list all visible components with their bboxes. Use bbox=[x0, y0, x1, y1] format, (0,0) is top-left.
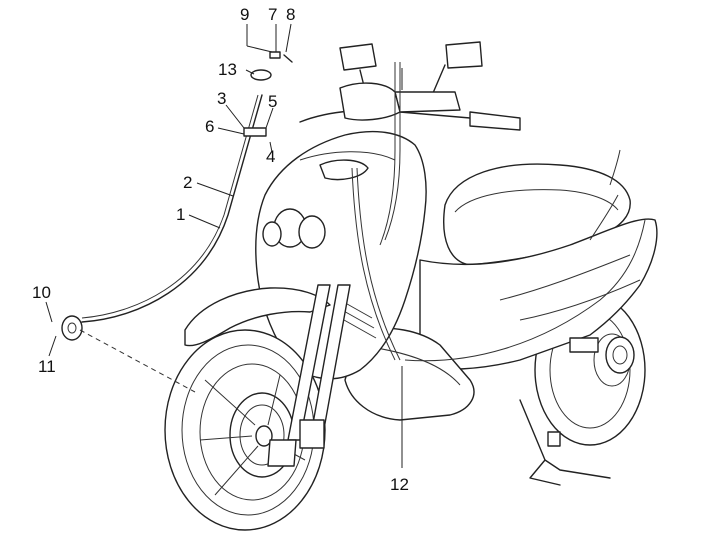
callout-10: 10 bbox=[32, 283, 51, 302]
center-stand bbox=[519, 399, 611, 486]
callout-labels: 1 2 3 4 5 6 7 8 9 10 11 12 13 bbox=[32, 5, 409, 494]
callout-12: 12 bbox=[390, 475, 409, 494]
callout-9: 9 bbox=[240, 5, 249, 24]
callout-5: 5 bbox=[268, 92, 277, 111]
speedometer-cable bbox=[61, 51, 293, 341]
cable-route-guide bbox=[79, 329, 196, 393]
callout-13: 13 bbox=[218, 60, 237, 79]
callout-4: 4 bbox=[266, 147, 275, 166]
callout-6: 6 bbox=[205, 117, 214, 136]
callout-3: 3 bbox=[217, 89, 226, 108]
handlebar bbox=[299, 41, 521, 131]
callout-8: 8 bbox=[286, 5, 295, 24]
wiring-harness bbox=[351, 62, 646, 362]
callout-11: 11 bbox=[38, 357, 56, 376]
callout-leaders bbox=[45, 23, 403, 468]
callout-7: 7 bbox=[268, 5, 277, 24]
front-body bbox=[255, 130, 427, 380]
front-fork bbox=[267, 284, 351, 467]
rear-body bbox=[419, 218, 658, 374]
callout-1: 1 bbox=[176, 205, 185, 224]
callout-2: 2 bbox=[183, 173, 192, 192]
